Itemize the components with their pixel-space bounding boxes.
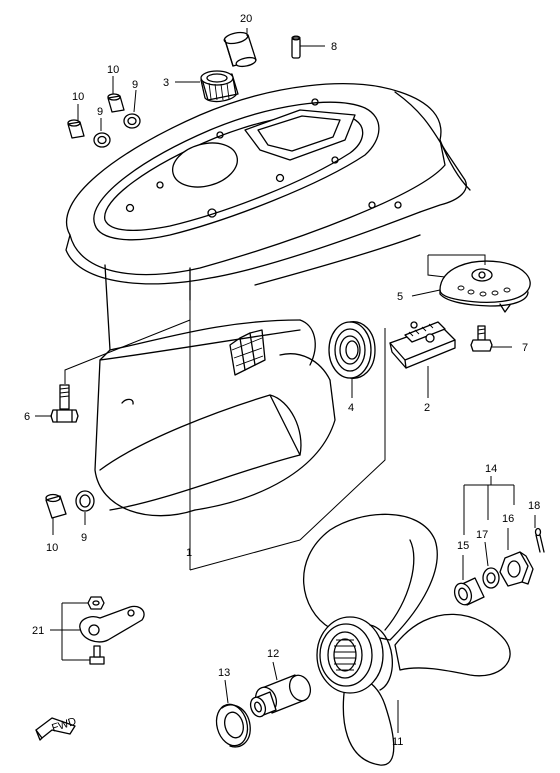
callout-17: 17 xyxy=(476,529,488,541)
callout-9-top: 9 xyxy=(132,79,138,91)
leader-lines xyxy=(35,28,536,733)
callout-1: 1 xyxy=(186,547,192,559)
bushing xyxy=(223,31,257,68)
callout-14: 14 xyxy=(485,463,497,475)
callout-21: 21 xyxy=(32,625,44,637)
callout-12: 12 xyxy=(267,648,279,660)
callout-9-bottom: 9 xyxy=(81,532,87,544)
callout-9-left: 9 xyxy=(97,106,103,118)
bolt-6 xyxy=(50,384,79,423)
callout-10-left: 10 xyxy=(72,91,84,103)
bolt-7 xyxy=(470,325,493,352)
prop-nut-set xyxy=(453,527,545,606)
callout-3: 3 xyxy=(163,77,169,89)
callout-15: 15 xyxy=(457,540,469,552)
gear-case xyxy=(65,83,471,517)
ball-bearing xyxy=(328,321,376,379)
tab-arm xyxy=(79,596,145,665)
needle-bearing xyxy=(200,70,239,103)
anode-plate xyxy=(439,260,531,313)
callout-8: 8 xyxy=(331,41,337,53)
callout-10-top: 10 xyxy=(107,64,119,76)
propeller xyxy=(303,513,511,766)
thrust-washer xyxy=(215,703,251,748)
callout-4: 4 xyxy=(348,402,354,414)
plug-washer-top xyxy=(67,93,141,148)
callout-2: 2 xyxy=(424,402,430,414)
callout-10-bottom: 10 xyxy=(46,542,58,554)
callout-7: 7 xyxy=(522,342,528,354)
dowel-pin xyxy=(291,35,301,59)
plug-washer-bottom xyxy=(45,490,95,519)
callout-11: 11 xyxy=(392,736,403,748)
forward-arrow-icon: FWD xyxy=(35,715,78,741)
callout-20: 20 xyxy=(240,13,252,25)
callout-13: 13 xyxy=(218,667,230,679)
trim-tab xyxy=(389,321,456,369)
callout-labels: 20 8 3 10 10 9 9 5 7 4 2 6 10 9 1 21 14 … xyxy=(24,13,540,748)
callout-6: 6 xyxy=(24,411,30,423)
spacer xyxy=(249,674,312,718)
callout-5: 5 xyxy=(397,291,403,303)
callout-18: 18 xyxy=(528,500,540,512)
callout-16: 16 xyxy=(502,513,514,525)
